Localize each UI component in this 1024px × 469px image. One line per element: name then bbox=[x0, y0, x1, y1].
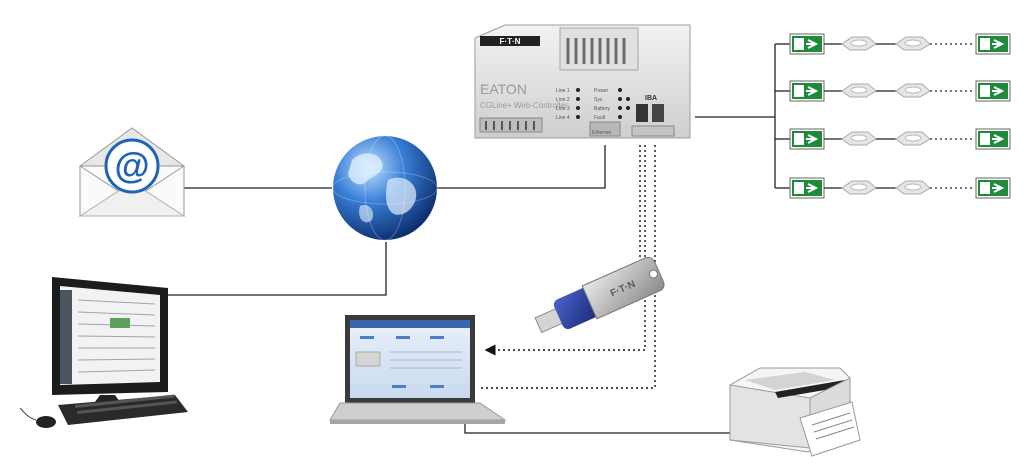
printer-icon bbox=[729, 367, 861, 457]
luminaire-icon bbox=[841, 180, 877, 195]
exit-sign-icon bbox=[789, 33, 825, 55]
controller-badge: F·T·N bbox=[500, 37, 521, 46]
email-icon: @ bbox=[78, 127, 186, 217]
line-label-1: Line 1 bbox=[556, 88, 570, 94]
globe-desktop-link bbox=[168, 242, 387, 296]
laptop-printer-link bbox=[464, 420, 760, 434]
port-label: Ethernet bbox=[592, 130, 612, 136]
exit-sign-icon bbox=[975, 80, 1011, 102]
connections bbox=[168, 43, 790, 434]
controller-device: F·T·N EATON CGLine+ Web-Controller Line … bbox=[474, 24, 691, 139]
controller-product-name: CGLine+ Web-Controller bbox=[480, 101, 568, 110]
luminaire-icon bbox=[895, 83, 931, 98]
line-label-2: Line 2 bbox=[556, 97, 570, 103]
line-label-4: Line 4 bbox=[556, 115, 570, 121]
luminaire-icon bbox=[841, 131, 877, 146]
exit-sign-icon bbox=[975, 128, 1011, 150]
controller-laptop-dotted-2 bbox=[480, 145, 656, 389]
controller-brand: EATON bbox=[480, 81, 527, 97]
globe-controller-link bbox=[436, 145, 606, 189]
exit-sign-icon bbox=[975, 33, 1011, 55]
luminaire-icon bbox=[895, 131, 931, 146]
luminaire-icon bbox=[895, 180, 931, 195]
luminaire-icon bbox=[841, 83, 877, 98]
laptop-icon bbox=[329, 315, 507, 424]
status-label-4: Fault bbox=[594, 115, 606, 121]
exit-sign-icon bbox=[789, 80, 825, 102]
usb-stick-icon: F·T·N bbox=[534, 256, 665, 334]
status-label-2: Sys bbox=[594, 97, 603, 103]
dotted-links bbox=[480, 145, 656, 389]
svg-text:@: @ bbox=[114, 145, 149, 186]
status-label-3: Battery bbox=[594, 106, 610, 112]
controller-laptop-dotted bbox=[484, 145, 646, 356]
luminaire-icon bbox=[895, 36, 931, 51]
luminaire-icon bbox=[841, 36, 877, 51]
exit-sign-icon bbox=[789, 177, 825, 199]
status-label-1: Power bbox=[594, 88, 609, 94]
globe-icon bbox=[332, 135, 438, 241]
luminaire-grid bbox=[789, 33, 1011, 199]
line-label-3: Line 3 bbox=[556, 106, 570, 112]
exit-sign-icon bbox=[789, 128, 825, 150]
exit-sign-icon bbox=[975, 177, 1011, 199]
card-label: IBA bbox=[645, 95, 657, 102]
desktop-computer-icon bbox=[19, 277, 188, 428]
